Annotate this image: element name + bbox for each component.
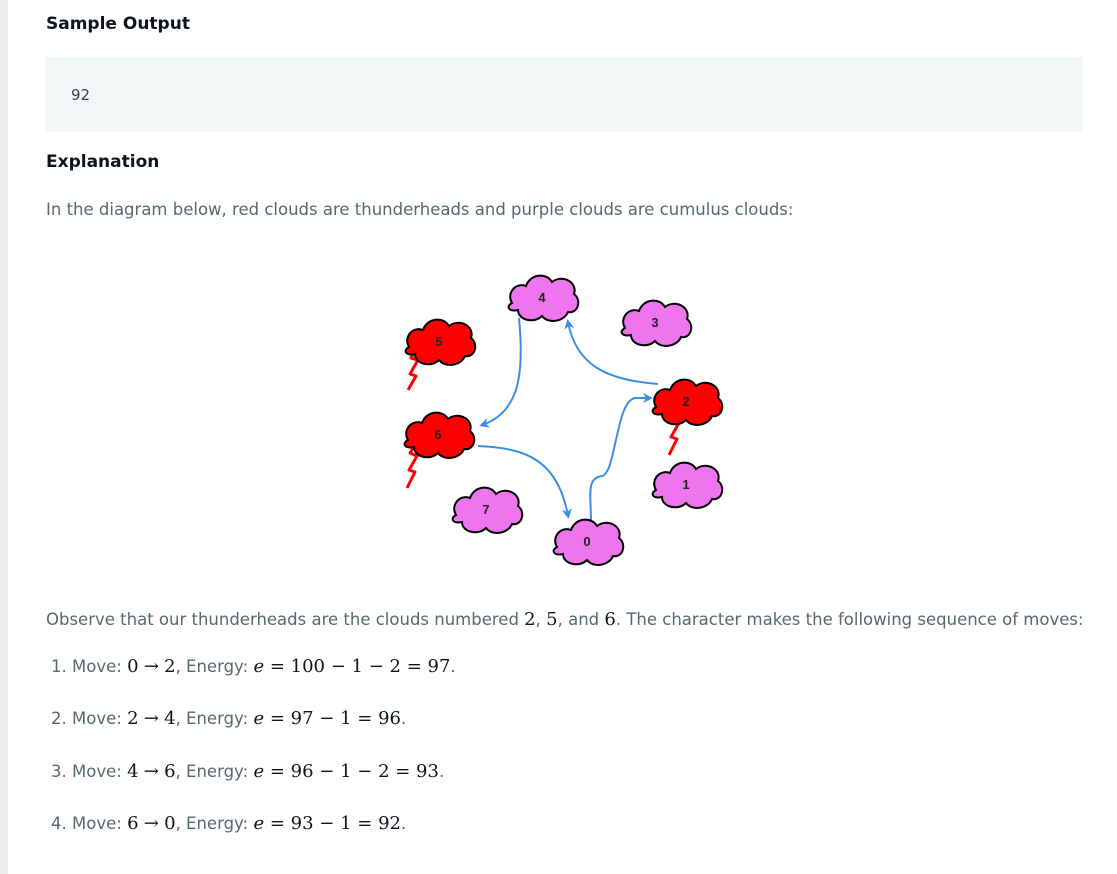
cloud-label-0: 0 (583, 534, 590, 549)
cloud-label-1: 1 (682, 477, 689, 492)
sample-output-box: 92 (46, 57, 1083, 132)
cloud-label-3: 3 (651, 315, 658, 330)
cloud-label-2: 2 (682, 394, 689, 409)
thunderhead-number: 6 (604, 609, 616, 630)
thunderhead-number: 2 (524, 609, 536, 630)
cloud-label-6: 6 (434, 427, 441, 442)
move-step: 3. Move: 4 → 6, Energy: e = 96 − 1 − 2 =… (51, 761, 445, 782)
move-step: 2. Move: 2 → 4, Energy: e = 97 − 1 = 96. (51, 708, 407, 729)
cloud-3: 3 (620, 299, 693, 347)
move-arrow-0-2 (589, 393, 653, 523)
cloud-label-5: 5 (435, 334, 442, 349)
move-step: 4. Move: 6 → 0, Energy: e = 93 − 1 = 92. (51, 813, 407, 834)
lightning-bolt-5-icon (406, 344, 420, 391)
move-step: 1. Move: 0 → 2, Energy: e = 100 − 1 − 2 … (51, 656, 456, 677)
thunderhead-number: 5 (546, 609, 558, 630)
diagram-intro-text: In the diagram below, red clouds are thu… (46, 200, 794, 219)
cloud-7: 7 (451, 486, 524, 534)
cloud-diagram: 4 3 5 2 6 1 7 0 (403, 274, 724, 566)
lightning-bolt-6-icon (405, 439, 420, 489)
left-rail (0, 0, 8, 874)
observation-text: Observe that our thunderheads are the cl… (46, 609, 1084, 630)
observation-suffix: . The character makes the following sequ… (615, 610, 1084, 629)
explanation-heading: Explanation (46, 152, 160, 172)
cloud-label-4: 4 (538, 290, 546, 305)
cloud-5: 5 (404, 318, 477, 366)
observation-and: and (568, 610, 600, 629)
move-arrow-6-0 (477, 445, 572, 519)
observation-prefix: Observe that our thunderheads are the cl… (46, 610, 525, 629)
cloud-4: 4 (507, 274, 580, 322)
sample-output-heading: Sample Output (46, 14, 190, 34)
move-arrow-2-4 (564, 319, 659, 385)
cloud-1: 1 (651, 461, 724, 509)
move-arrow-4-6 (479, 317, 522, 428)
cloud-0: 0 (552, 518, 625, 566)
cloud-label-7: 7 (482, 502, 489, 517)
cloud-2: 2 (651, 378, 724, 426)
cloud-6: 6 (403, 411, 476, 459)
sample-output-value: 92 (71, 86, 91, 104)
